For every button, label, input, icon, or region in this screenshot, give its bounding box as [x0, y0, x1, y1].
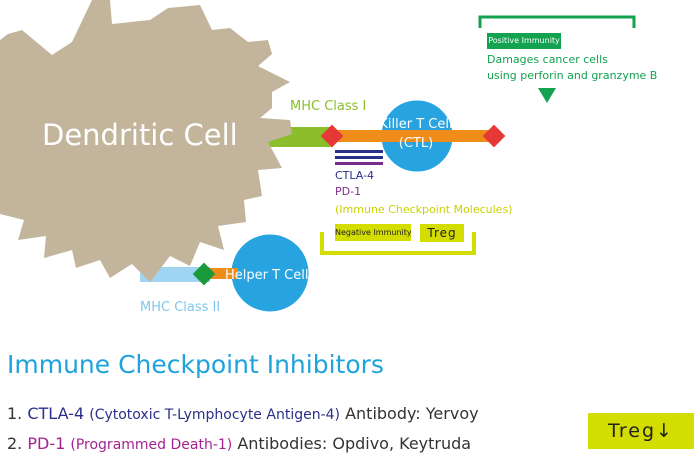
inhibitor-drug: Antibody: Yervoy	[345, 404, 479, 423]
inhibitors-title: Immune Checkpoint Inhibitors	[7, 350, 384, 379]
ctla4-stripe	[335, 150, 383, 153]
inhibitor-row: 2. PD-1 (Programmed Death-1) Antibodies:…	[7, 434, 471, 453]
antigen-diamond-right	[482, 124, 506, 148]
treg-badge-small: Treg	[420, 224, 464, 242]
treg-decrease-badge: Treg↓	[588, 413, 694, 449]
mhc-class-1-label: MHC Class I	[290, 99, 367, 114]
pd1-stripe	[335, 162, 383, 165]
inhibitor-name: CTLA-4	[27, 404, 85, 423]
positive-desc-line2: using perforin and granzyme B	[487, 69, 658, 82]
checkpoint-molecules-label: (Immune Checkpoint Molecules)	[335, 203, 513, 216]
positive-desc-line1: Damages cancer cells	[487, 53, 608, 66]
ctla4-stripe	[335, 156, 383, 159]
positive-immunity-badge: Positive Immunity	[487, 33, 561, 49]
killer-tcr-bar	[336, 130, 492, 142]
negative-immunity-badge: Negative Immunity	[335, 224, 412, 241]
inhibitor-name: PD-1	[27, 434, 66, 453]
ctla4-label: CTLA-4	[335, 169, 375, 182]
dendritic-cell-shape	[0, 0, 292, 282]
helper-t-cell-label: Helper T Cell	[225, 268, 309, 283]
mhc-class-2-label: MHC Class II	[140, 300, 221, 315]
inhibitor-full-name: (Cytotoxic T-Lymphocyte Antigen-4)	[89, 407, 340, 423]
positive-bracket	[478, 15, 636, 28]
inhibitor-number: 2.	[7, 434, 23, 453]
killer-t-cell-abbr: (CTL)	[398, 136, 434, 151]
killer-t-cell-label: Killer T Cell	[379, 117, 453, 132]
inhibitor-full-name: (Programmed Death-1)	[70, 437, 233, 453]
pd1-label: PD-1	[335, 185, 362, 198]
immune-diagram	[0, 0, 636, 315]
inhibitor-row: 1. CTLA-4 (Cytotoxic T-Lymphocyte Antige…	[7, 404, 479, 423]
inhibitor-number: 1.	[7, 404, 23, 423]
dendritic-cell-label: Dendritic Cell	[42, 118, 238, 152]
positive-arrow-icon	[538, 88, 556, 103]
negative-bracket	[320, 232, 476, 255]
inhibitor-drug: Antibodies: Opdivo, Keytruda	[237, 434, 472, 453]
helper-tcr-bar	[208, 268, 238, 279]
